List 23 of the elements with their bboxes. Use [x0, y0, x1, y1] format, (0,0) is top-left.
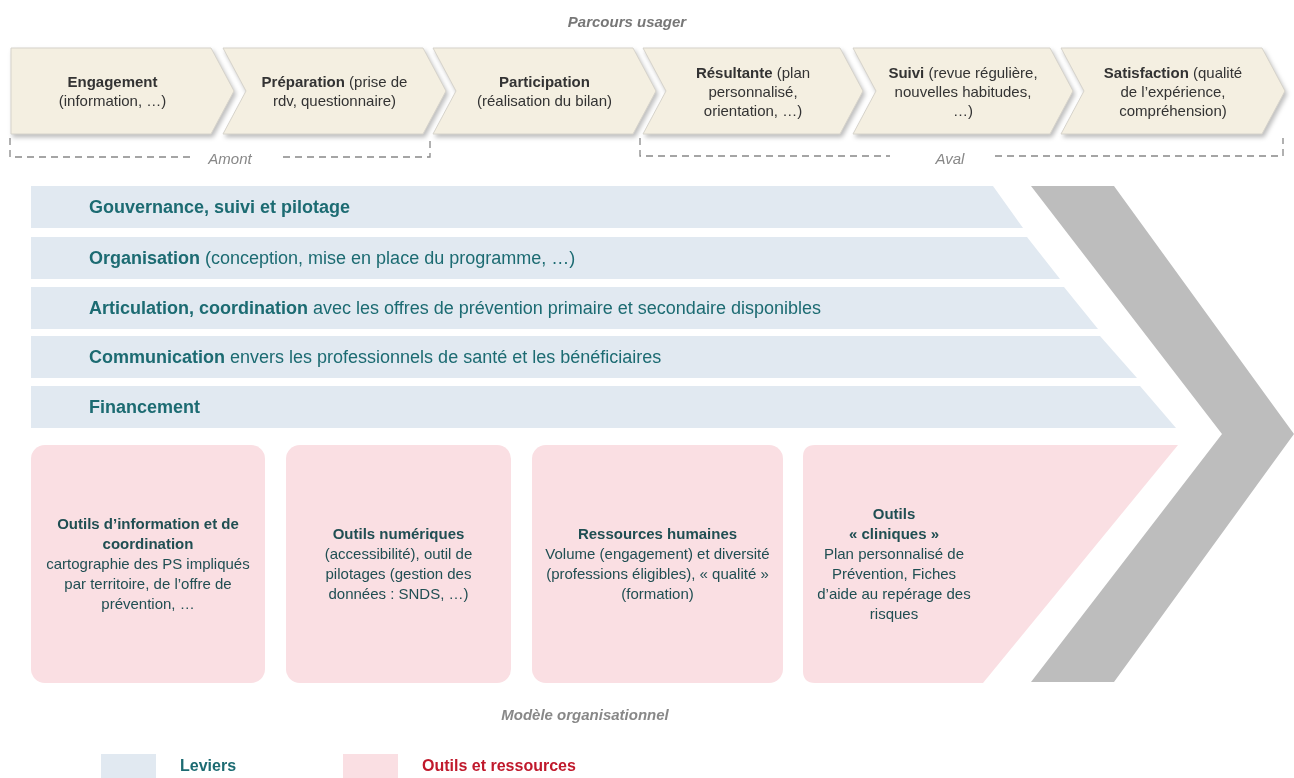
card-text: Plan personnalisé de Prévention, Fiches d’aide au repérage des risques [816, 544, 972, 624]
legend-text: Leviers [180, 756, 237, 776]
lever-text: Gouvernance, suivi et pilotage [89, 195, 351, 219]
card-text: Outils numériques (accessibilité), outil de pilotages (gestion des données : SNDS, …) [323, 524, 474, 604]
card-text: Volume (engagement) et diversité (professions éligibles), « qualité » (formation) [544, 544, 771, 604]
section-label: Modèle organisationnel [500, 705, 670, 725]
step-text: Satisfaction (qualité de l’expérience, compréhension) [1102, 62, 1244, 120]
card-heading: Outils « cliniques » [847, 504, 940, 544]
lever-text: Organisation (conception, mise en place du programme, …) [89, 246, 576, 270]
phase-label: Aval [934, 149, 966, 169]
card-text: cartographie des PS impliqués par territoire, de l’offre de prévention, … [45, 554, 251, 614]
lever-text: Communication envers les professionnels de santé et les bénéficiaires [89, 345, 662, 369]
card-heading: Ressources humaines [577, 524, 738, 544]
lever-text: Articulation, coordination avec les offres de prévention primaire et secondaire disponibles [89, 296, 821, 320]
legend-text: Outils et ressources [422, 756, 576, 776]
lever-text: Financement [89, 395, 201, 419]
phase-label: Amont [206, 149, 253, 169]
step-text: Participation (réalisation du bilan) [475, 72, 614, 110]
step-text: Résultante (plan personnalisé, orientation, …) [694, 62, 812, 120]
step-text: Préparation (prise de rdv, questionnaire) [260, 72, 409, 110]
step-text: Suivi (revue régulière, nouvelles habitudes, …) [887, 62, 1039, 120]
diagram-title: Parcours usager [566, 12, 688, 32]
step-text: Engagement (information, …) [57, 72, 168, 110]
